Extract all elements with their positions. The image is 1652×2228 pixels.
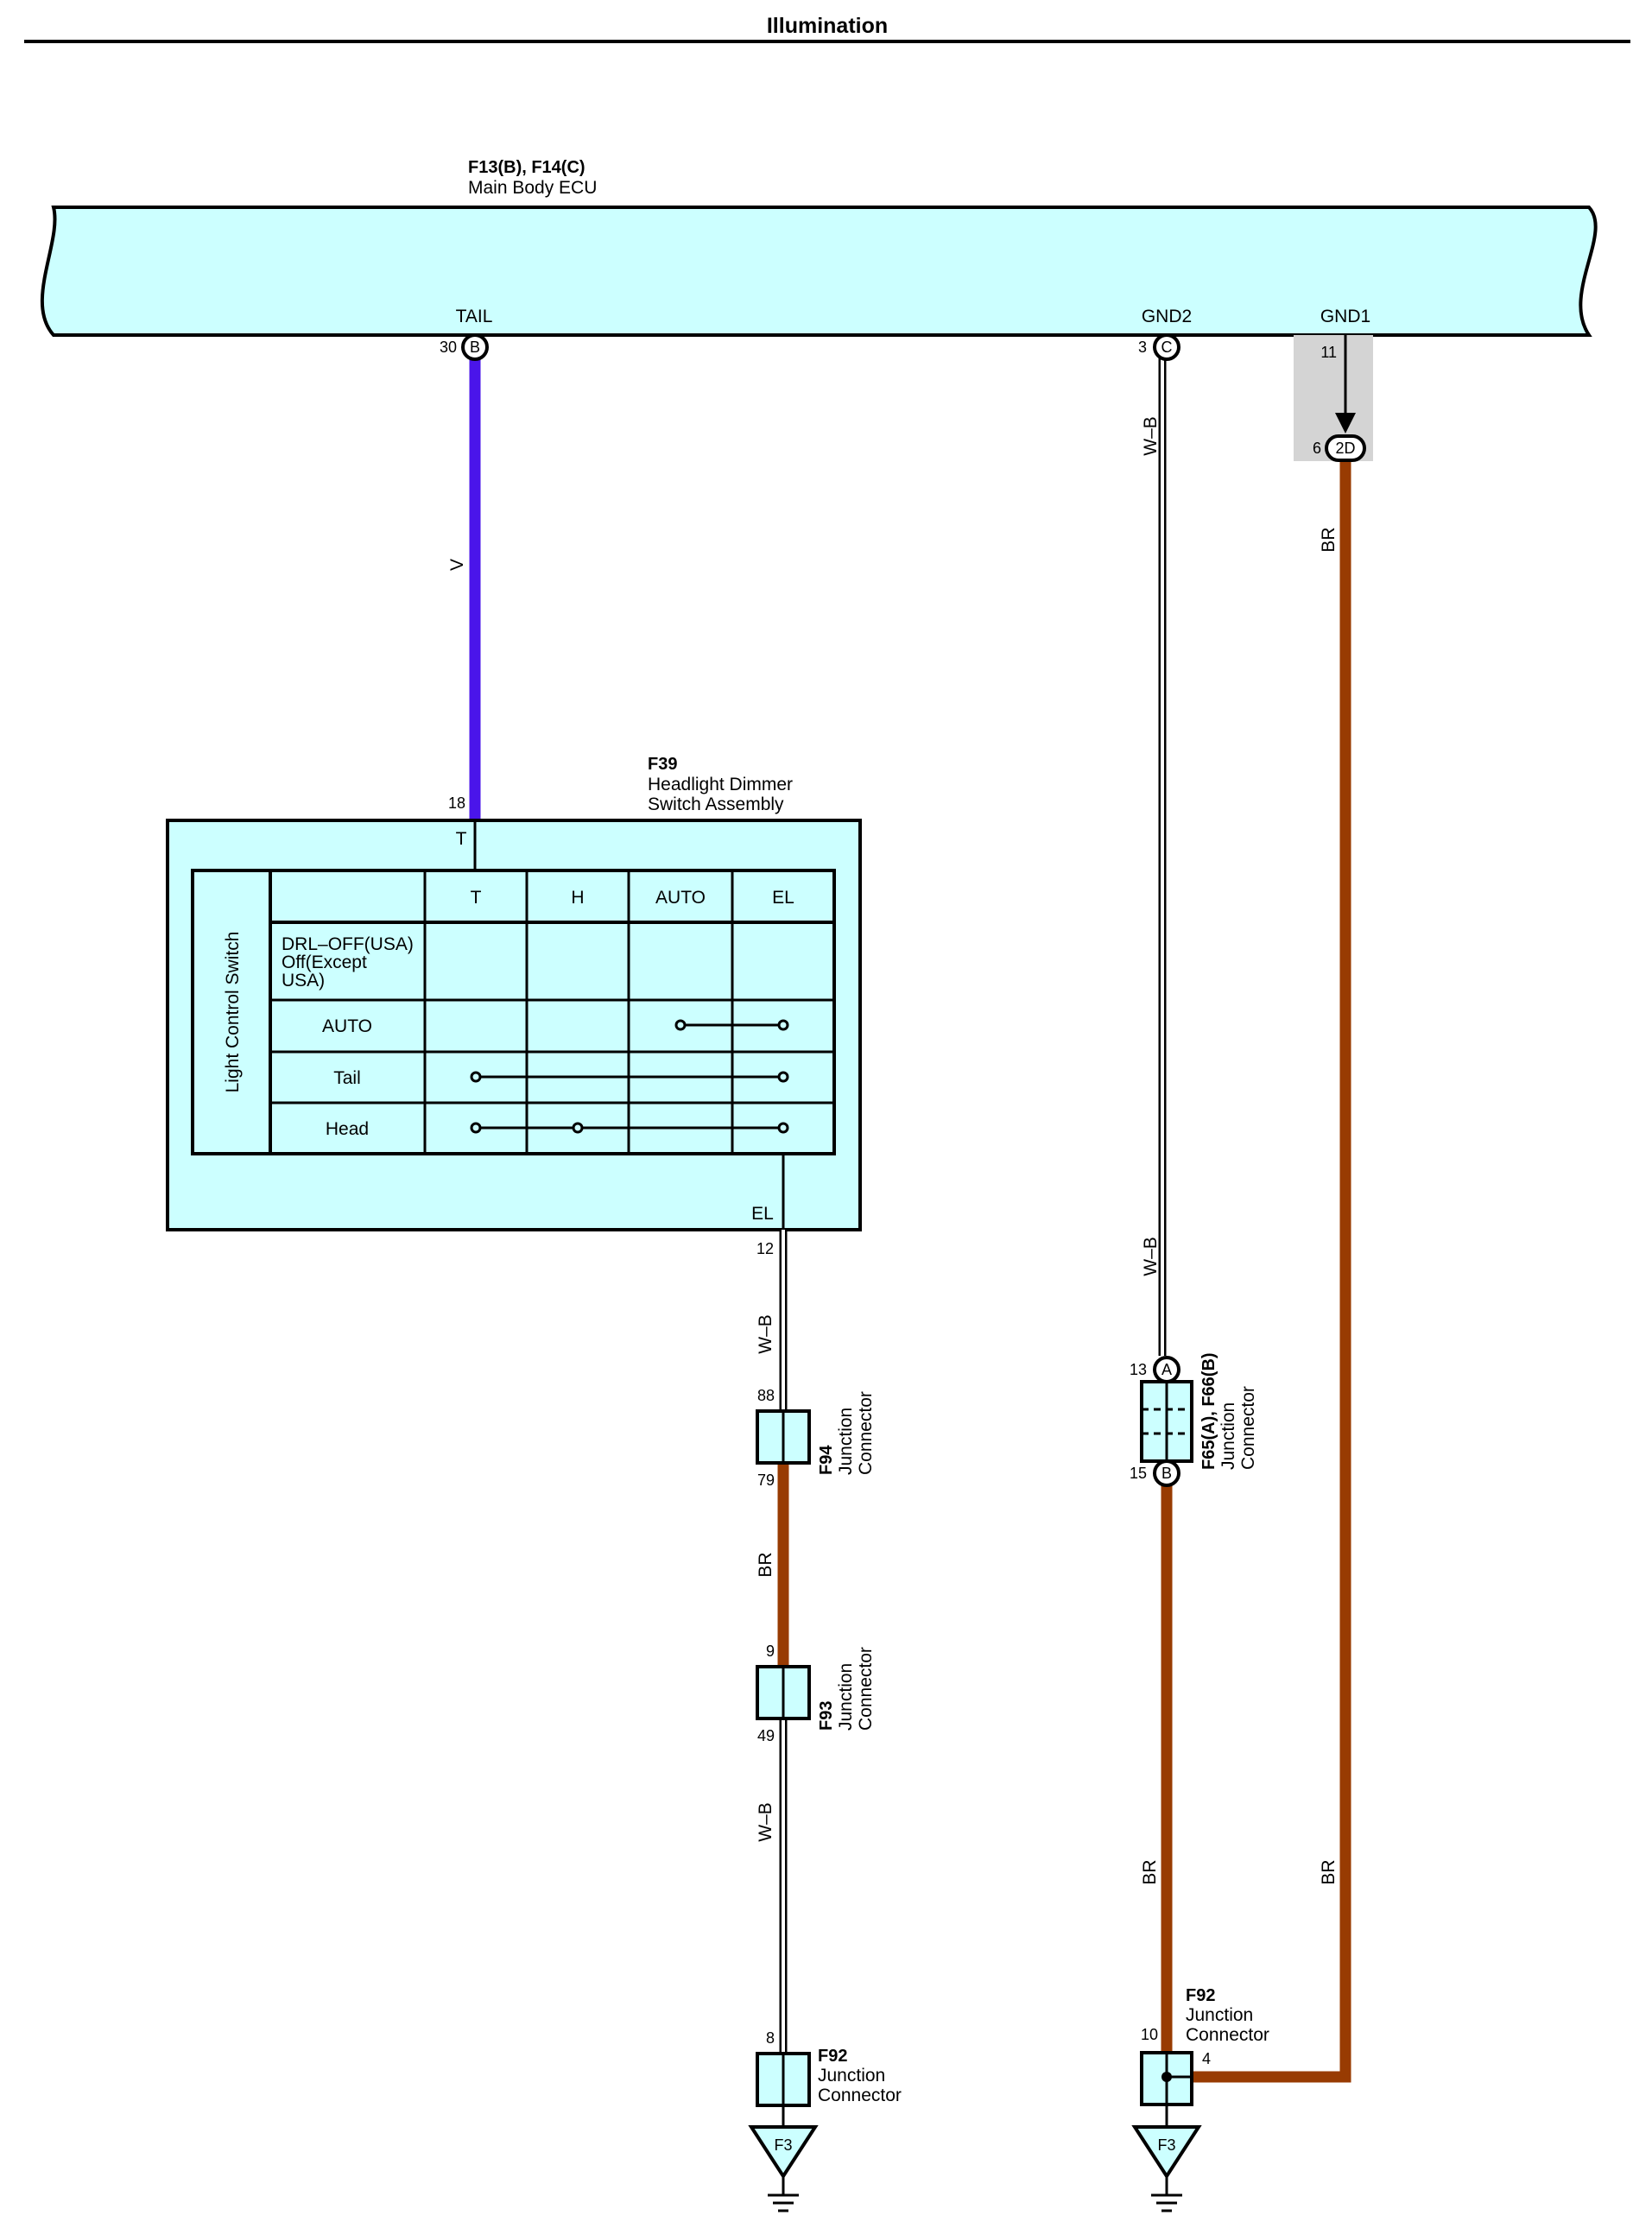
f94-line2: Connector bbox=[856, 1391, 876, 1475]
ecu-pin-tail-circle bbox=[461, 333, 489, 361]
f93-pin-top: 9 bbox=[766, 1643, 775, 1660]
switch-row-drl-line1: DRL–OFF(USA) bbox=[282, 934, 414, 954]
ecu-codes: F13(B), F14(C) bbox=[468, 158, 585, 177]
f94-line1: Junction bbox=[836, 1408, 856, 1475]
f65-pin-top: 13 bbox=[1130, 1361, 1147, 1378]
switch-contact-dot bbox=[674, 1019, 687, 1031]
f92-right-line1: Junction bbox=[1186, 2005, 1253, 2025]
f65-conn-bottom: B bbox=[1161, 1465, 1172, 1482]
switch-col-t: T bbox=[471, 888, 482, 908]
f65-line1: Junction bbox=[1218, 1402, 1238, 1470]
f92-right-pin-left: 10 bbox=[1141, 2026, 1158, 2043]
wire-wb-label-d: W–B bbox=[756, 1802, 775, 1842]
f92-right-code: F92 bbox=[1186, 1986, 1215, 2005]
ecu-term-gnd1: GND1 bbox=[1320, 307, 1370, 326]
wire-v-label: V bbox=[447, 559, 467, 571]
f94-code: F94 bbox=[817, 1445, 836, 1475]
inline-conn-pin: 6 bbox=[1313, 440, 1321, 457]
wire-wb-label-b: W–B bbox=[756, 1314, 775, 1354]
inline-conn-2d bbox=[1325, 434, 1366, 462]
wire-wb-label-a: W–B bbox=[1141, 416, 1161, 456]
ecu-conn-gnd2: C bbox=[1161, 339, 1173, 356]
ground-left-triangle bbox=[748, 2125, 819, 2180]
switch-contact-dot bbox=[470, 1122, 482, 1134]
f92-right-line2: Connector bbox=[1186, 2025, 1269, 2045]
ecu-pin-gnd2-circle bbox=[1153, 333, 1180, 361]
wire-gnd1-brown bbox=[1190, 449, 1351, 2083]
switch-contact-dot bbox=[470, 1071, 482, 1083]
ecu-pin-gnd1: 11 bbox=[1320, 344, 1337, 361]
wire-br-label-c: BR bbox=[1140, 1859, 1160, 1884]
ground-left-label: F3 bbox=[774, 2136, 792, 2154]
ground-right-label: F3 bbox=[1157, 2136, 1175, 2154]
f93-pin-bottom: 49 bbox=[757, 1727, 775, 1744]
switch-col-h: H bbox=[571, 888, 584, 908]
page-title: Illumination bbox=[767, 14, 888, 38]
switch-contact-dot bbox=[572, 1122, 584, 1134]
wire-br-label-b: BR bbox=[756, 1552, 775, 1577]
f93-line1: Junction bbox=[836, 1663, 856, 1731]
switch-side-label: Light Control Switch bbox=[223, 932, 243, 1093]
switch-row-auto: AUTO bbox=[322, 1016, 372, 1036]
switch-term-t: T bbox=[456, 829, 467, 849]
gnd1-arrow-icon bbox=[1335, 413, 1356, 434]
switch-row-drl-line3: USA) bbox=[282, 971, 325, 991]
ground-right-triangle bbox=[1131, 2125, 1202, 2180]
f92-left-pin-top: 8 bbox=[766, 2029, 775, 2047]
f94-pin-bottom: 79 bbox=[757, 1472, 775, 1489]
switch-row-tail: Tail bbox=[333, 1068, 361, 1088]
f92-left-code: F92 bbox=[818, 2047, 847, 2066]
ecu-body bbox=[40, 206, 1598, 337]
f65-conn-top-circle bbox=[1153, 1356, 1180, 1383]
f93-code: F93 bbox=[817, 1701, 836, 1731]
f93-line2: Connector bbox=[856, 1647, 876, 1731]
ecu-term-tail: TAIL bbox=[456, 307, 493, 326]
switch-row-head: Head bbox=[326, 1119, 369, 1139]
switch-row-drl-line2: Off(Except bbox=[282, 953, 367, 972]
f65-conn-top: A bbox=[1161, 1361, 1172, 1378]
switch-col-auto: AUTO bbox=[655, 888, 706, 908]
switch-contact-dot bbox=[777, 1019, 789, 1031]
ecu-pin-gnd2: 3 bbox=[1138, 339, 1147, 356]
f65-line2: Connector bbox=[1238, 1386, 1258, 1470]
f94-pin-top: 88 bbox=[757, 1387, 775, 1404]
switch-pin-el: 12 bbox=[756, 1240, 774, 1257]
switch-name-line1: Headlight Dimmer bbox=[648, 775, 793, 794]
ecu-conn-tail: B bbox=[470, 339, 480, 356]
f92-right-pin-right: 4 bbox=[1202, 2050, 1211, 2067]
wire-br-label-a: BR bbox=[1319, 527, 1339, 552]
connector-f92-right-splice-dot bbox=[1161, 2072, 1172, 2082]
switch-table-frame bbox=[191, 869, 836, 1155]
switch-contact-dot bbox=[777, 1071, 789, 1083]
wire-br-label-d: BR bbox=[1319, 1859, 1339, 1884]
f92-left-line2: Connector bbox=[818, 2086, 902, 2105]
f65-pin-bottom: 15 bbox=[1130, 1465, 1147, 1482]
ecu-name: Main Body ECU bbox=[468, 178, 597, 198]
switch-table: Light Control Switch T H AUTO EL DRL–OFF… bbox=[191, 869, 836, 1155]
f65-code: F65(A), F66(B) bbox=[1199, 1352, 1218, 1470]
f92-left-line1: Junction bbox=[818, 2066, 885, 2086]
ecu-term-gnd2: GND2 bbox=[1142, 307, 1192, 326]
switch-code: F39 bbox=[648, 755, 677, 774]
switch-pin-t: 18 bbox=[448, 794, 465, 812]
f65-conn-bottom-circle bbox=[1153, 1459, 1180, 1487]
switch-term-el: EL bbox=[751, 1204, 774, 1224]
ecu-pin-tail: 30 bbox=[440, 339, 457, 356]
inline-conn-label: 2D bbox=[1335, 440, 1355, 457]
wire-wb-label-c: W–B bbox=[1141, 1237, 1161, 1276]
switch-col-el: EL bbox=[772, 888, 794, 908]
switch-name-line2: Switch Assembly bbox=[648, 794, 784, 814]
switch-contact-dot bbox=[777, 1122, 789, 1134]
